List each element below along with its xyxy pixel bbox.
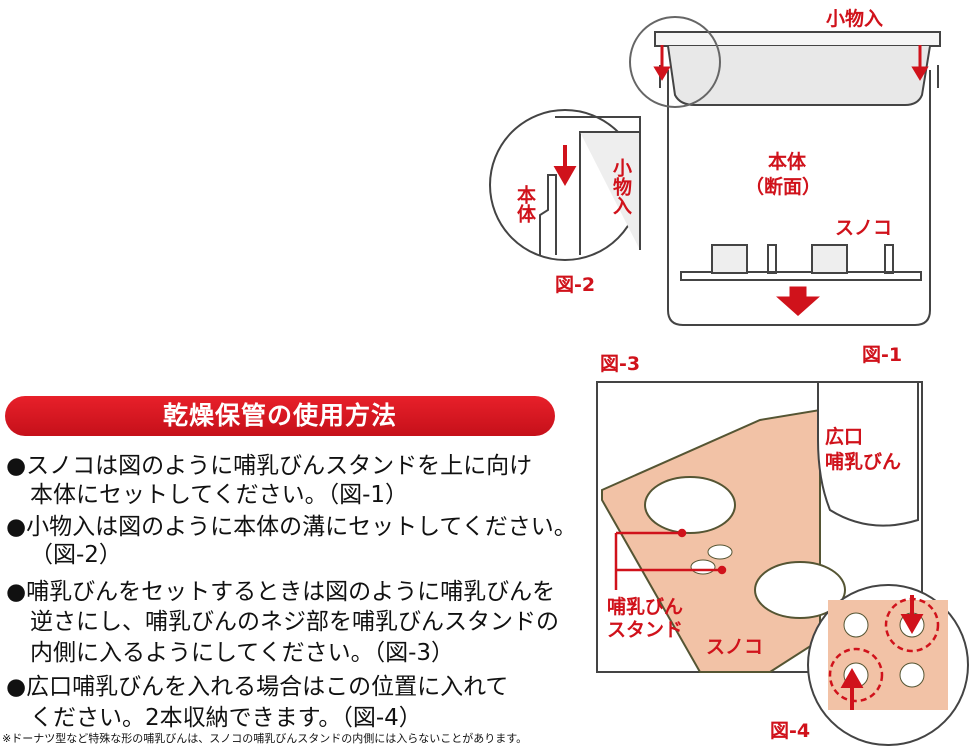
instruction-line: ●哺乳びんをセットするときは図のように哺乳びんを — [6, 579, 556, 605]
fig2-arrow-icon — [553, 145, 577, 187]
instruction-line: 内側に入るようにしてください。（図-3） — [30, 640, 455, 666]
fig3-bottle-drawing — [817, 381, 919, 527]
fig1-arrow-icons — [653, 45, 929, 317]
instructions-title: 乾燥保管の使用方法 — [5, 396, 555, 436]
instruction-line: （図-2） — [30, 542, 122, 568]
fig4-label: 図-4 — [770, 720, 811, 742]
fig3-pointer-lines — [614, 528, 727, 590]
fig2-label: 図-2 — [555, 274, 596, 296]
instruction-line: ください。2本収納できます。（図-4） — [30, 705, 422, 731]
fig1-section-label: （断面） — [745, 176, 822, 198]
fig3-stand-label: 哺乳びん スタンド — [607, 596, 684, 641]
fig4-arrow-icons — [840, 595, 924, 710]
instruction-line: 本体にセットしてください。（図-1） — [30, 482, 409, 508]
instruction-line: 逆さにし、哺乳びんのネジ部を哺乳びんスタンドの — [30, 609, 559, 635]
fig1-container-drawing — [629, 16, 941, 326]
fig2-body-label: 本体 — [514, 185, 536, 223]
fig1-label: 図-1 — [862, 344, 903, 366]
fig1-body-label: 本体 — [768, 151, 807, 173]
instruction-line: ●スノコは図のように哺乳びんスタンドを上に向け — [6, 453, 533, 479]
footnote: ※ドーナツ型など特殊な形の哺乳びんは、スノコの哺乳びんスタンドの内側には入らない… — [2, 732, 528, 745]
instruction-line: ●広口哺乳びんを入れる場合はこの位置に入れて — [6, 674, 509, 700]
fig3-wide-bottle-label: 広口 哺乳びん — [825, 426, 902, 473]
fig3-label: 図-3 — [600, 353, 641, 375]
instruction-line: ●小物入は図のように本体の溝にセットしてください。 — [6, 514, 577, 540]
fig1-small-case-label: 小物入 — [826, 8, 884, 30]
fig1-sunoko-label: スノコ — [835, 217, 893, 239]
fig3-sunoko-label: スノコ — [706, 636, 764, 658]
fig2-small-case-label: 小物入 — [610, 158, 632, 215]
